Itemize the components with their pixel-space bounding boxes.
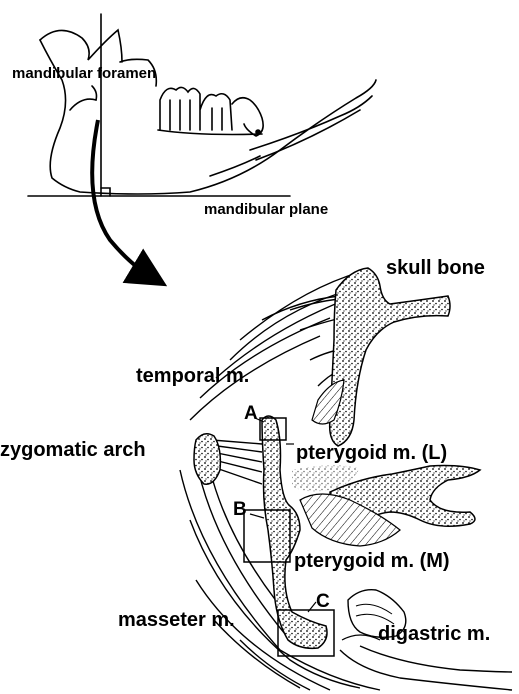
label-temporal-m: temporal m. [136,366,249,386]
mandible-sketch [28,14,376,196]
right-angle-mark [101,188,110,196]
label-box-a: A [244,404,258,423]
label-pterygoid-m: pterygoid m. (M) [294,551,450,571]
skull-bone [330,268,450,446]
label-box-c: C [316,592,330,611]
label-mandibular-plane: mandibular plane [204,202,328,217]
teeth-outline [160,87,263,136]
label-box-b: B [233,500,247,519]
label-skull-bone: skull bone [386,258,485,278]
zygomatic-arch-bone [194,434,220,484]
label-pterygoid-l: pterygoid m. (L) [296,443,447,463]
leader-b [250,514,264,518]
label-mandibular-foramen: mandibular foramen [12,66,156,81]
label-zygomatic-arch: zygomatic arch [0,440,146,460]
label-digastric-m: digastric m. [378,624,490,644]
label-masseter-m: masseter m. [118,610,235,630]
